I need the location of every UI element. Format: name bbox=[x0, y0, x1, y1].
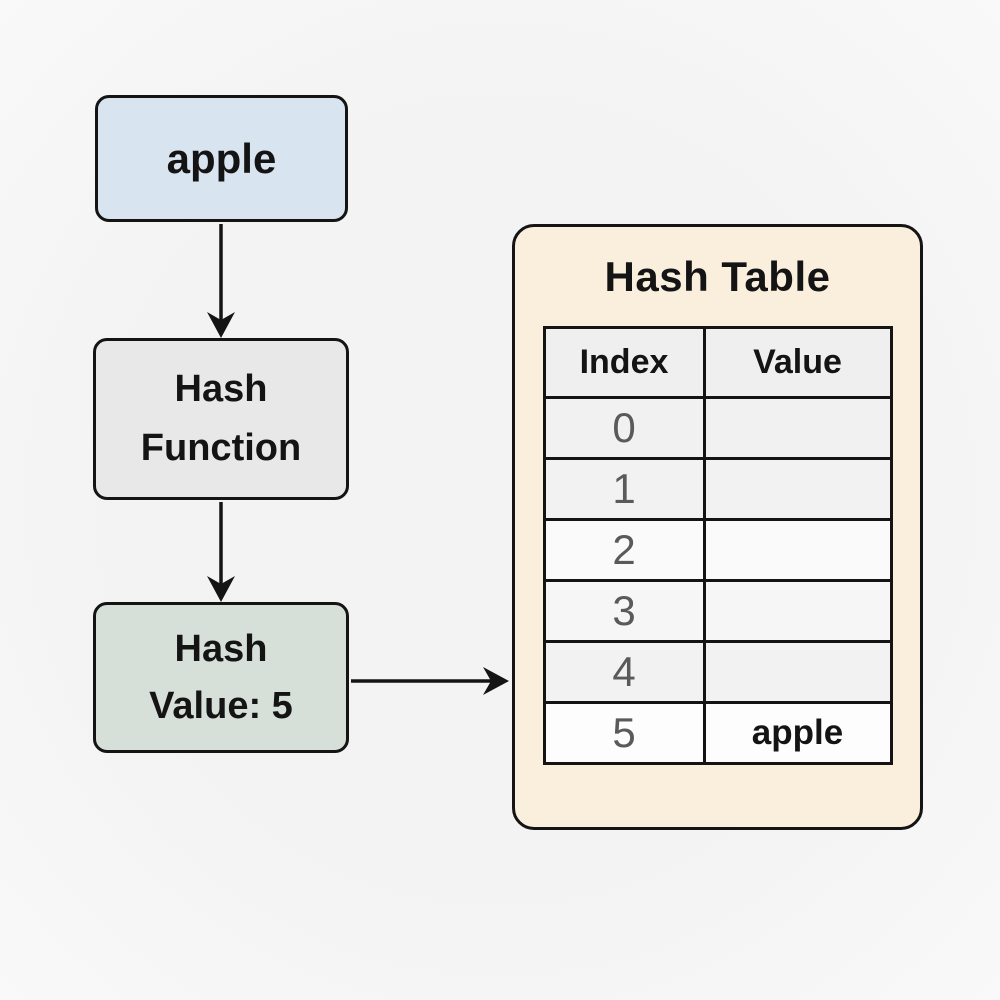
table-row: 1 bbox=[542, 457, 893, 521]
hash-table-panel: Hash Table Index Value 0 1 bbox=[512, 224, 923, 830]
value-cell: apple bbox=[702, 701, 893, 765]
arrow-input-to-function bbox=[207, 224, 235, 338]
hash-value-box: Hash Value: 5 bbox=[93, 602, 349, 753]
value-cell bbox=[702, 457, 893, 521]
table-row: 2 bbox=[542, 518, 893, 582]
table-row: 3 bbox=[542, 579, 893, 643]
value-cell bbox=[702, 396, 893, 460]
table-row: 4 bbox=[542, 640, 893, 704]
hash-function-label-line1: Hash bbox=[174, 368, 268, 411]
index-cell: 2 bbox=[542, 518, 706, 582]
index-cell: 5 bbox=[542, 701, 706, 765]
index-cell: 1 bbox=[542, 457, 706, 521]
hash-table-header-row: Index Value bbox=[542, 326, 893, 399]
input-key-box: apple bbox=[95, 95, 348, 222]
index-cell: 4 bbox=[542, 640, 706, 704]
arrow-function-to-value bbox=[207, 502, 235, 602]
index-cell: 0 bbox=[542, 396, 706, 460]
value-cell bbox=[702, 640, 893, 704]
hash-table-title: Hash Table bbox=[604, 253, 831, 300]
hash-function-label-line2: Function bbox=[140, 427, 302, 469]
hash-function-box: Hash Function bbox=[93, 338, 349, 500]
value-column-header: Value bbox=[702, 326, 893, 399]
table-row: 0 bbox=[542, 396, 893, 460]
index-cell: 3 bbox=[542, 579, 706, 643]
hash-value-label-line1: Hash bbox=[174, 627, 268, 670]
value-cell bbox=[702, 579, 893, 643]
index-column-header: Index bbox=[542, 326, 706, 399]
input-key-label: apple bbox=[166, 134, 277, 182]
value-cell bbox=[702, 518, 893, 582]
hash-table: Index Value 0 1 2 3 bbox=[542, 326, 893, 765]
hash-value-label-line2: Value: 5 bbox=[149, 684, 293, 727]
table-row: 5 apple bbox=[542, 701, 893, 765]
arrow-value-to-table bbox=[351, 667, 509, 695]
